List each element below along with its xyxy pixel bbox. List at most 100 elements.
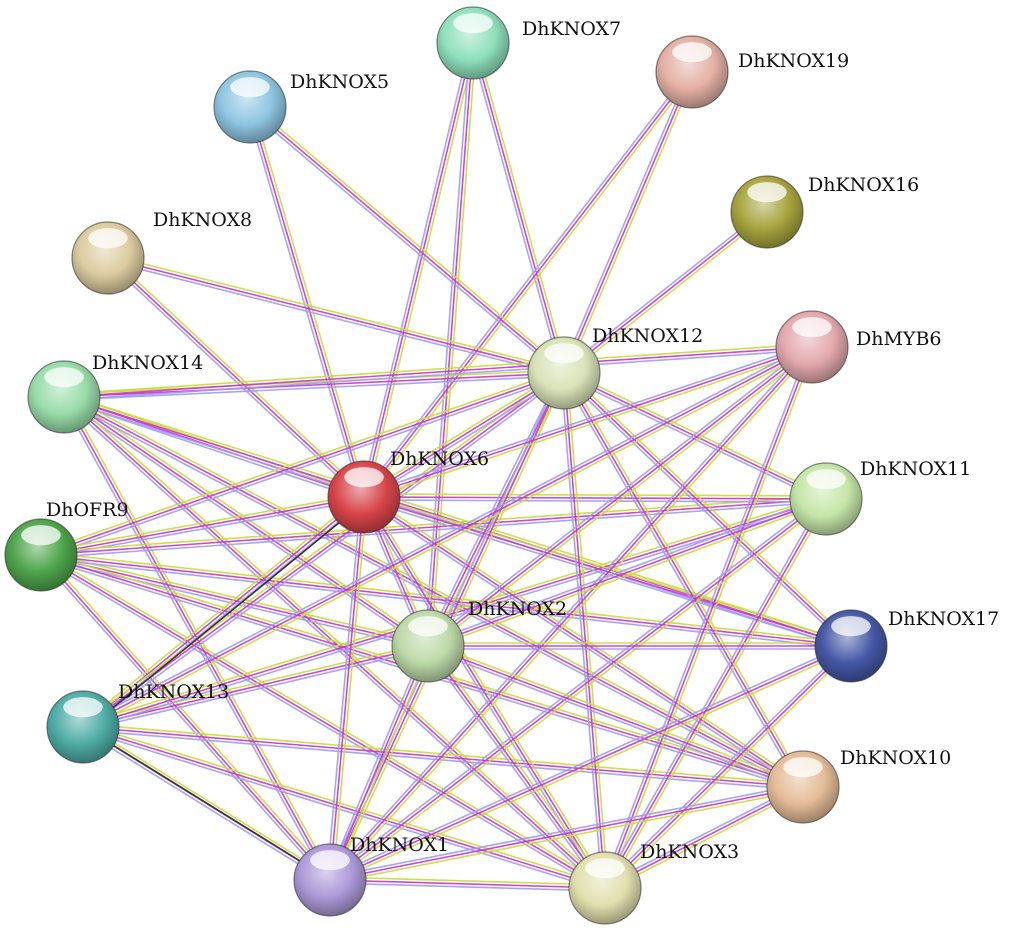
node-DhKNOX6[interactable]: DhKNOX6 [327, 448, 489, 534]
edge-stripe [40, 493, 364, 553]
edge-stripe [360, 69, 691, 496]
edge-stripe [424, 371, 563, 646]
node-label: DhKNOX13 [118, 681, 229, 703]
edge-stripe [83, 648, 429, 731]
edge-stripe [82, 726, 804, 788]
edge-stripe [84, 348, 814, 731]
node-DhKNOX7[interactable]: DhKNOX7 [436, 6, 621, 80]
edge-stripe [363, 42, 474, 498]
edge-DhKNOX14-DhKNOX12 [63, 369, 565, 401]
edge-stripe [61, 398, 604, 891]
node-DhKNOX13[interactable]: DhKNOX13 [46, 681, 229, 764]
edge-stripe [428, 642, 805, 785]
edge-stripe [561, 374, 850, 649]
node-label: DhKNOX6 [390, 448, 489, 470]
edge-stripe [105, 259, 363, 500]
edge-stripe [109, 255, 367, 496]
edge-stripe [329, 346, 813, 881]
edge-stripe [64, 349, 813, 401]
edge-stripe [329, 783, 803, 878]
edge-stripe [252, 105, 368, 497]
edge-stripe [40, 554, 606, 889]
edge-stripe [427, 372, 565, 647]
edge-stripe [63, 396, 606, 889]
edge-DhKNOX5-DhKNOX6 [246, 105, 368, 499]
edge-stripe [82, 372, 565, 728]
edge-DhKNOX7-DhKNOX12 [469, 41, 568, 375]
edge-stripe [429, 643, 609, 887]
edge-stripe [81, 343, 811, 726]
edge-stripe [40, 495, 826, 553]
edge-DhKNOX2-DhKNOX3 [424, 643, 609, 891]
edge-DhKNOX17-DhKNOX3 [602, 643, 854, 891]
edge-stripe [332, 646, 432, 882]
edge-stripe [63, 346, 813, 398]
edge-stripe [565, 213, 770, 376]
node-DhKNOX12[interactable]: DhKNOX12 [527, 325, 703, 410]
node-DhKNOX8[interactable]: DhKNOX8 [71, 209, 252, 295]
node-gloss [585, 858, 625, 879]
edge-DhKNOX13-DhKNOX2 [82, 642, 429, 731]
edge-stripe [61, 398, 427, 650]
edge-DhKNOX6-DhKNOX1 [326, 496, 368, 881]
edge-stripe [563, 372, 827, 500]
edge-DhOFR9-DhKNOX2 [40, 551, 429, 650]
edge-stripe [62, 399, 851, 650]
node-gloss [783, 757, 823, 778]
edge-stripe [363, 71, 693, 498]
node-DhKNOX17[interactable]: DhKNOX17 [814, 608, 999, 683]
node-label: DhKNOX8 [153, 209, 252, 231]
node-label: DhKNOX11 [860, 458, 971, 480]
node-DhKNOX1[interactable]: DhKNOX1 [293, 834, 449, 917]
node-gloss [806, 469, 846, 490]
edge-stripe [331, 500, 829, 884]
node-gloss [747, 182, 787, 203]
node-gloss [453, 13, 493, 34]
edge-stripe [327, 495, 825, 879]
node-gloss [21, 525, 61, 546]
node-gloss [792, 317, 832, 338]
node-DhKNOX16[interactable]: DhKNOX16 [730, 174, 919, 249]
edge-stripe [328, 642, 851, 878]
edge-dark-DhKNOX13-DhKNOX6 [86, 498, 369, 730]
node-DhMYB6[interactable]: DhMYB6 [775, 310, 942, 384]
edge-stripe [329, 786, 804, 881]
edge-stripe [42, 552, 333, 879]
edge-stripe [363, 496, 827, 500]
edge-DhKNOX11-DhKNOX3 [601, 497, 830, 890]
edge-stripe [62, 398, 802, 791]
edge-stripe [472, 42, 565, 374]
edge-stripe [82, 642, 428, 725]
node-DhKNOX2[interactable]: DhKNOX2 [391, 598, 567, 683]
edge-DhMYB6-DhKNOX3 [601, 345, 816, 890]
node-gloss [408, 616, 448, 637]
node-label: DhKNOX2 [468, 598, 567, 620]
edge-DhKNOX12-DhKNOX3 [560, 372, 609, 889]
edge-DhKNOX2-DhKNOX17 [428, 642, 851, 650]
edge-DhKNOX14-DhMYB6 [63, 343, 813, 401]
edge-stripe [560, 70, 690, 373]
node-DhKNOX10[interactable]: DhKNOX10 [766, 747, 951, 824]
node-DhKNOX11[interactable]: DhKNOX11 [789, 458, 971, 536]
edge-stripe [40, 498, 827, 556]
edge-stripe [560, 373, 603, 889]
edge-stripe [363, 372, 565, 498]
edge-stripe [81, 495, 826, 725]
node-DhKNOX14[interactable]: DhKNOX14 [27, 352, 203, 434]
edge-stripe [40, 496, 365, 556]
node-DhKNOX3[interactable]: DhKNOX3 [568, 841, 739, 925]
edge-stripe [80, 369, 563, 726]
node-DhKNOX5[interactable]: DhKNOX5 [213, 70, 389, 144]
edge-stripe [425, 344, 811, 645]
node-DhKNOX19[interactable]: DhKNOX19 [655, 35, 849, 109]
edge-stripe [80, 728, 329, 884]
edge-stripe [82, 346, 813, 728]
edge-stripe [331, 348, 815, 883]
edge-stripe [39, 556, 604, 892]
edge-stripe [107, 260, 564, 377]
edge-stripe [247, 108, 563, 376]
edge-stripe [327, 344, 811, 879]
node-DhOFR9[interactable]: DhOFR9 [4, 499, 129, 592]
edge-DhKNOX8-DhKNOX6 [105, 255, 367, 500]
